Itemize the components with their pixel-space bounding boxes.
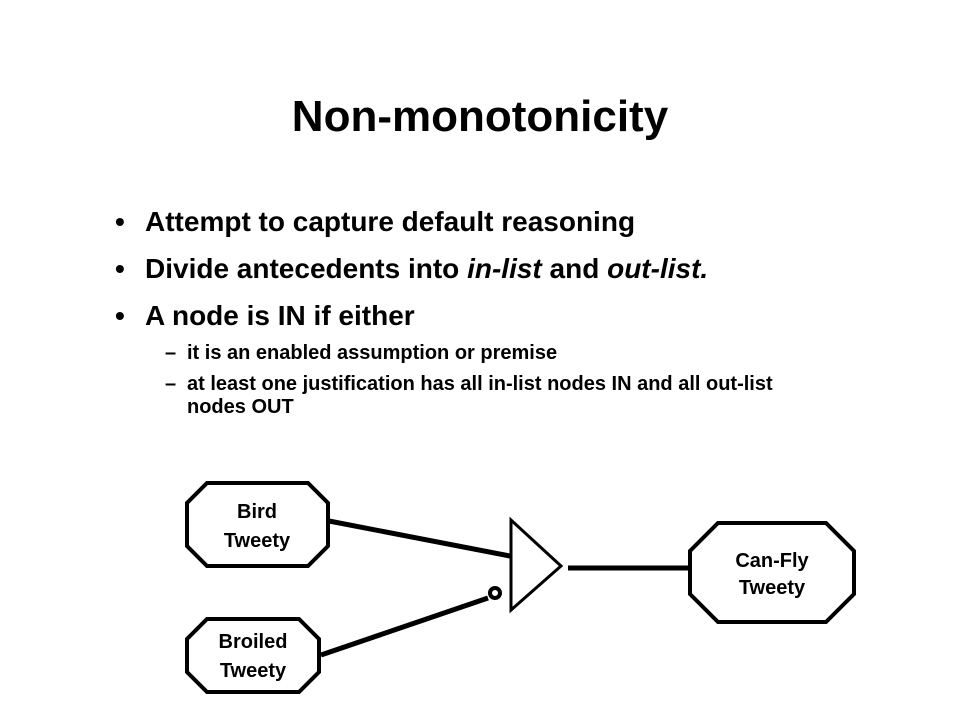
bullet-text: A node is IN if either <box>145 300 415 331</box>
bullet-text: Attempt to capture default reasoning <box>145 206 636 237</box>
node-broiled-line2: Tweety <box>220 660 287 682</box>
node-bird-line2: Tweety <box>224 530 291 552</box>
bullet-divide-antecedents: Divide antecedents into in-list and out-… <box>115 253 827 285</box>
bullet-text-mid: and <box>541 253 608 284</box>
node-bird-tweety <box>185 481 330 568</box>
in-list-term: in-list <box>467 253 542 284</box>
bullet-default-reasoning: Attempt to capture default reasoning <box>115 206 827 238</box>
bullet-list: Attempt to capture default reasoning Div… <box>115 206 827 434</box>
out-list-negation-circle <box>488 586 502 600</box>
edge-bird-to-gate <box>328 518 511 559</box>
node-bird-line1: Bird <box>237 501 277 523</box>
node-canfly-line1: Can-Fly <box>735 550 809 572</box>
sub-bullet-list: it is an enabled assumption or premise a… <box>145 342 827 419</box>
slide-title: Non-monotonicity <box>291 92 669 141</box>
justification-gate <box>509 516 564 614</box>
sub-bullet-assumption: it is an enabled assumption or premise <box>145 342 827 365</box>
bullet-node-in: A node is IN if either it is an enabled … <box>115 300 827 419</box>
sub-bullet-justification: at least one justification has all in-li… <box>145 373 827 419</box>
node-broiled-line1: Broiled <box>219 631 288 653</box>
node-canfly-tweety <box>688 521 856 624</box>
bullet-text-pre: Divide antecedents into <box>145 253 468 284</box>
node-canfly-line2: Tweety <box>739 577 806 599</box>
edge-broiled-to-gate <box>320 595 489 658</box>
node-broiled-tweety <box>185 617 321 694</box>
out-list-term: out-list. <box>607 253 709 284</box>
